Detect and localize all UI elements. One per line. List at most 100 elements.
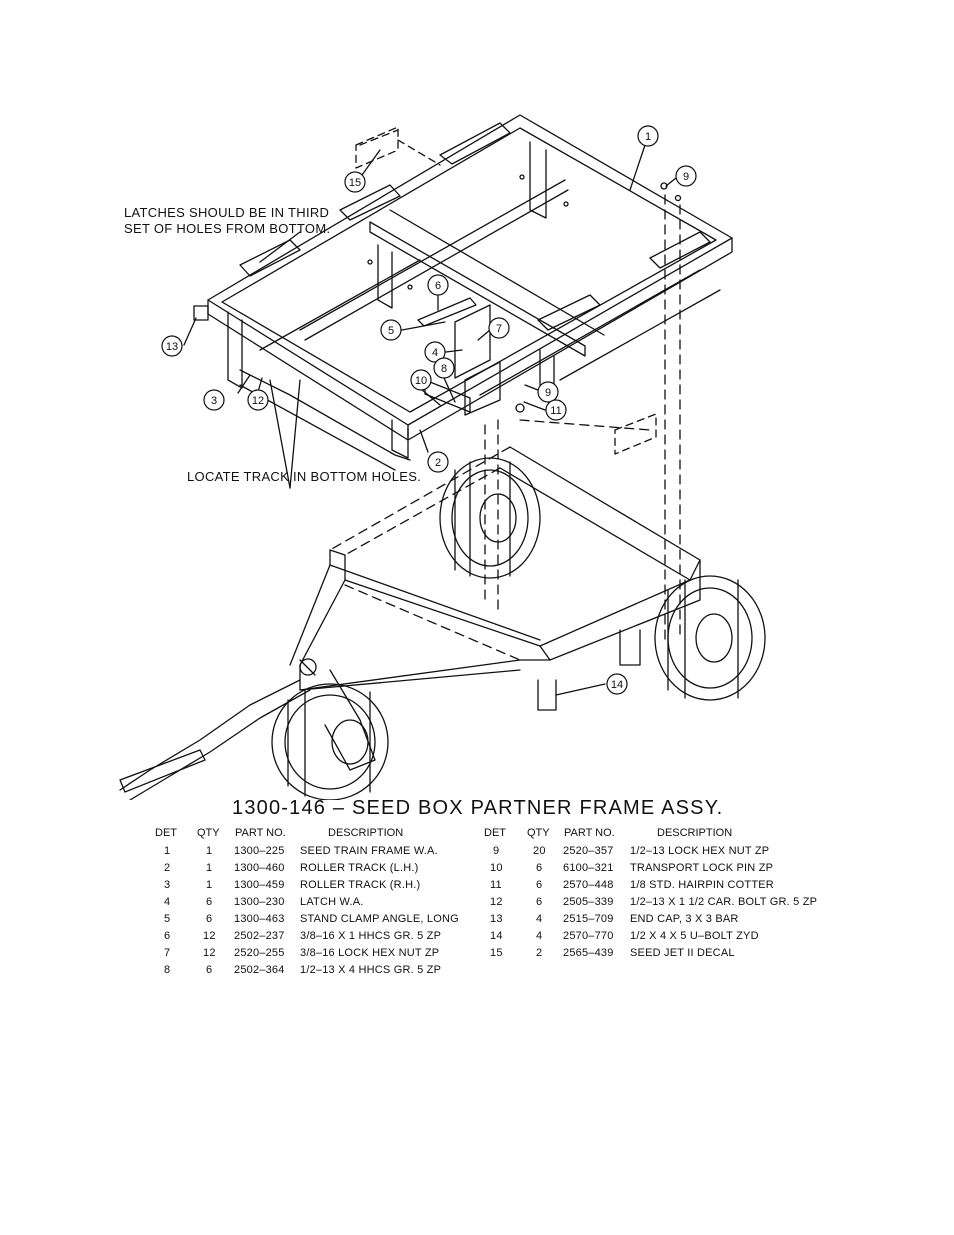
description-cell: ROLLER TRACK (R.H.) [300, 879, 421, 891]
description-cell: 1/2–13 X 4 HHCS GR. 5 ZP [300, 964, 442, 976]
det-cell: 9 [493, 845, 500, 857]
description-cell: 1/2 X 4 X 5 U–BOLT ZYD [630, 930, 759, 942]
callout-label: 4 [432, 347, 438, 359]
callout-8 [433, 357, 455, 379]
part-no-cell: 1300–463 [234, 913, 285, 925]
det-cell: 8 [164, 964, 171, 976]
qty-cell: 4 [536, 913, 543, 925]
det-cell: 10 [490, 862, 503, 874]
part-no-cell: 1300–225 [234, 845, 285, 857]
callout-label: 8 [441, 363, 447, 375]
det-cell: 12 [490, 896, 503, 908]
part-no-cell: 2570–770 [563, 930, 614, 942]
header-part-right: PART NO. [564, 827, 615, 839]
qty-cell: 6 [206, 896, 213, 908]
callout-9a [675, 165, 697, 187]
qty-cell: 1 [206, 879, 213, 891]
qty-cell: 12 [203, 930, 216, 942]
callout-12 [247, 389, 269, 411]
qty-cell: 6 [206, 913, 213, 925]
callout-labels: 1 9 15 6 5 7 4 13 3 12 10 8 9 11 2 14 [166, 131, 689, 691]
qty-cell: 1 [206, 862, 213, 874]
det-cell: 1 [164, 845, 171, 857]
qty-cell: 20 [533, 845, 546, 857]
part-no-cell: 1300–230 [234, 896, 285, 908]
description-cell: END CAP, 3 X 3 BAR [630, 913, 739, 925]
callout-label: 10 [415, 375, 427, 387]
callout-label: 5 [388, 325, 394, 337]
header-desc-right: DESCRIPTION [657, 827, 733, 839]
callout-6 [427, 274, 449, 296]
part-no-cell: 2570–448 [563, 879, 614, 891]
description-cell: ROLLER TRACK (L.H.) [300, 862, 419, 874]
cart-frame [119, 126, 701, 800]
part-no-cell: 2520–357 [563, 845, 614, 857]
description-cell: 1/8 STD. HAIRPIN COTTER [630, 879, 774, 891]
qty-cell: 12 [203, 947, 216, 959]
callout-4 [424, 341, 446, 363]
header-qty-right: QTY [527, 827, 550, 839]
part-no-cell: 6100–321 [563, 862, 614, 874]
wheel-rear-right [654, 575, 766, 701]
seed-train-frame [193, 114, 733, 471]
part-no-cell: 2505–339 [563, 896, 614, 908]
callout-11 [545, 399, 567, 421]
qty-cell: 6 [536, 879, 543, 891]
header-qty-left: QTY [197, 827, 220, 839]
det-cell: 15 [490, 947, 503, 959]
callout-label: 6 [435, 280, 441, 292]
callout-15 [344, 171, 366, 193]
description-cell: SEED TRAIN FRAME W.A. [300, 845, 438, 857]
det-cell: 7 [164, 947, 171, 959]
part-no-cell: 1300–460 [234, 862, 285, 874]
description-cell: TRANSPORT LOCK PIN ZP [630, 862, 774, 874]
part-no-cell: 2502–237 [234, 930, 285, 942]
qty-cell: 6 [536, 896, 543, 908]
callout-1 [637, 125, 659, 147]
header-part-left: PART NO. [235, 827, 286, 839]
part-no-cell: 1300–459 [234, 879, 285, 891]
det-cell: 6 [164, 930, 171, 942]
det-cell: 5 [164, 913, 171, 925]
wheel-rear-left [439, 457, 541, 579]
callout-10 [410, 369, 432, 391]
qty-cell: 1 [206, 845, 213, 857]
det-cell: 4 [164, 896, 171, 908]
callout-label: 1 [645, 131, 651, 143]
det-cell: 13 [490, 913, 503, 925]
callout-label: 15 [349, 177, 361, 189]
callout-label: 12 [252, 395, 264, 407]
callout-13 [161, 335, 183, 357]
header-desc-left: DESCRIPTION [328, 827, 404, 839]
description-cell: 1/2–13 X 1 1/2 CAR. BOLT GR. 5 ZP [630, 896, 818, 908]
callout-label: 13 [166, 341, 178, 353]
callout-label: 14 [611, 679, 623, 691]
callout-label: 7 [496, 323, 502, 335]
part-no-cell: 2515–709 [563, 913, 614, 925]
qty-cell: 6 [206, 964, 213, 976]
callout-label: 11 [550, 405, 561, 417]
assembly-title: 1300-146 – SEED BOX PARTNER FRAME ASSY. [232, 797, 724, 819]
part-no-cell: 2502–364 [234, 964, 285, 976]
callout-2 [427, 451, 449, 473]
track-note: LOCATE TRACK IN BOTTOM HOLES. [187, 469, 422, 484]
header-det-right: DET [484, 827, 506, 839]
description-cell: LATCH W.A. [300, 896, 364, 908]
wheel-front [271, 683, 389, 800]
qty-cell: 4 [536, 930, 543, 942]
header-det-left: DET [155, 827, 177, 839]
callout-label: 9 [683, 171, 689, 183]
qty-cell: 6 [536, 862, 543, 874]
description-cell: 3/8–16 LOCK HEX NUT ZP [300, 947, 440, 959]
callout-3 [203, 389, 225, 411]
callout-5 [380, 319, 402, 341]
qty-cell: 2 [536, 947, 543, 959]
description-cell: 3/8–16 X 1 HHCS GR. 5 ZP [300, 930, 442, 942]
part-no-cell: 2565–439 [563, 947, 614, 959]
det-cell: 3 [164, 879, 171, 891]
callout-14 [606, 673, 628, 695]
description-cell: 1/2–13 LOCK HEX NUT ZP [630, 845, 770, 857]
callout-label: 9 [545, 387, 551, 399]
callout-9b [537, 381, 559, 403]
part-no-cell: 2520–255 [234, 947, 285, 959]
